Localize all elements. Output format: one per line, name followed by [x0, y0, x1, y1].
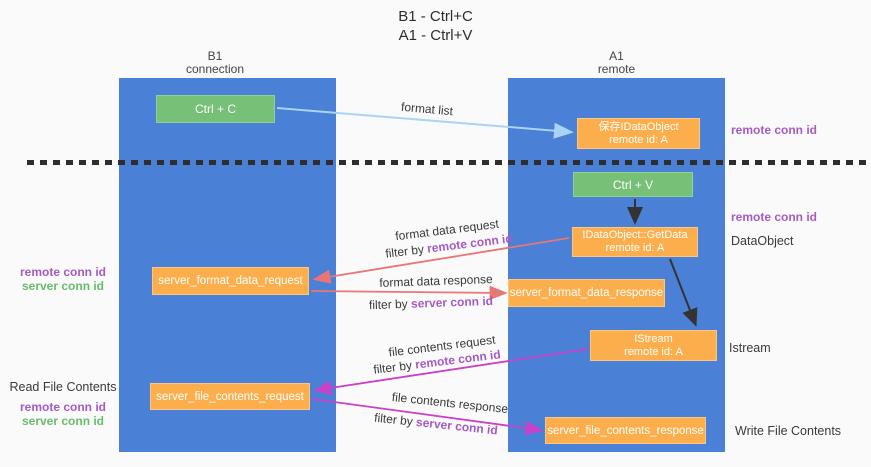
diagram-title: B1 - Ctrl+C A1 - Ctrl+V — [0, 7, 871, 45]
node-idataobject-getdata: IDataObject::GetData remote id: A — [572, 227, 698, 257]
node-server-file-contents-request: server_file_contents_request — [150, 383, 310, 410]
node-istream-line1: IStream — [634, 332, 673, 345]
node-format-response-label: server_format_data_response — [509, 287, 664, 299]
edge-filter-format-response: filter by server conn id — [369, 294, 493, 312]
edge-label-format-list: format list — [400, 99, 454, 119]
annotation-read-file-block: Read File Contents remote conn id server… — [8, 380, 118, 428]
annotation-dataobject: DataObject — [731, 234, 794, 248]
annotation-server-conn-id-left: server conn id — [21, 279, 105, 293]
node-save-line2: remote id: A — [609, 133, 668, 146]
edge-label-format-data-response: format data response — [379, 272, 493, 290]
filter-key-server-conn-id: server conn id — [410, 293, 494, 311]
session-divider-dashed-line — [27, 160, 871, 165]
lane-b1-title: B1 — [207, 49, 223, 63]
filter-by-text: filter by — [368, 296, 412, 313]
node-file-response-label: server_file_contents_response — [547, 424, 704, 437]
annotation-remote-conn-id-left: remote conn id — [19, 265, 106, 279]
filter-by-text: filter by — [372, 357, 417, 377]
edge-label-file-contents-response: file contents response — [391, 389, 509, 417]
node-save-idataobject: 保存IDataObject remote id: A — [577, 118, 700, 149]
node-getdata-line2: remote id: A — [605, 242, 665, 254]
node-save-line1: 保存IDataObject — [598, 120, 679, 133]
node-istream-line2: remote id: A — [624, 345, 683, 358]
node-ctrl-v-label: Ctrl + V — [612, 177, 654, 192]
node-ctrl-v: Ctrl + V — [573, 172, 693, 197]
lane-header-b1: B1 connection — [110, 50, 320, 76]
annotation-istream: Istream — [729, 341, 771, 355]
title-line-1: B1 - Ctrl+C — [398, 8, 473, 25]
lane-b1-subtitle: connection — [185, 62, 245, 76]
annotation-remote-conn-id-left2: remote conn id — [19, 400, 106, 414]
filter-by-text: filter by — [373, 410, 417, 429]
edge-filter-file-response: filter by server conn id — [374, 411, 499, 438]
annotation-write-file-contents: Write File Contents — [735, 424, 842, 438]
node-server-format-data-response: server_format_data_response — [508, 279, 665, 307]
format-data-response-arrow — [310, 285, 508, 301]
node-server-file-contents-response: server_file_contents_response — [545, 417, 706, 444]
node-ctrl-c: Ctrl + C — [156, 95, 275, 123]
title-line-2: A1 - Ctrl+V — [398, 27, 473, 44]
annotation-remote-conn-id-mid: remote conn id — [731, 210, 818, 224]
filter-by-text: filter by — [384, 241, 429, 261]
lane-a1-title: A1 — [609, 49, 624, 63]
annotation-left-conn-ids: remote conn id server conn id — [13, 265, 113, 293]
lane-a1-subtitle: remote — [597, 62, 636, 76]
filter-key-server-conn-id: server conn id — [415, 414, 499, 438]
node-istream: IStream remote id: A — [590, 330, 717, 361]
node-getdata-line1: IDataObject::GetData — [582, 229, 688, 241]
annotation-remote-conn-id-top: remote conn id — [731, 123, 818, 137]
node-ctrl-c-label: Ctrl + C — [194, 102, 236, 116]
annotation-read-file-contents: Read File Contents — [9, 380, 117, 394]
node-format-request-label: server_format_data_request — [158, 275, 303, 287]
lane-header-a1: A1 remote — [508, 50, 725, 76]
node-server-format-data-request: server_format_data_request — [152, 267, 309, 295]
annotation-server-conn-id-left2: server conn id — [21, 414, 105, 428]
node-file-request-label: server_file_contents_request — [156, 390, 304, 403]
